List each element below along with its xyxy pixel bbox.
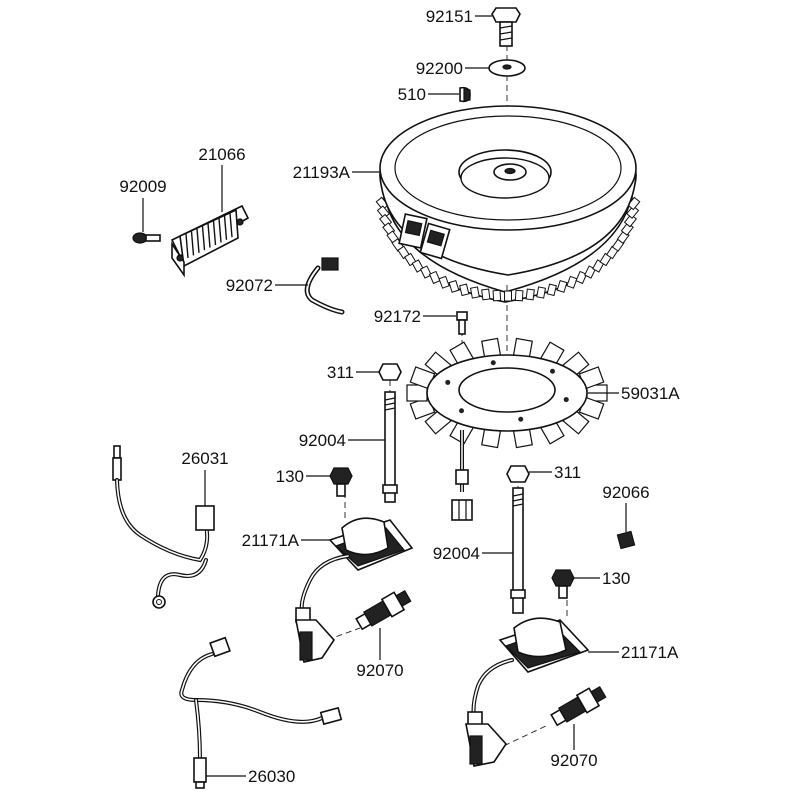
stator-hole: [490, 360, 496, 366]
label-washer-92200: 92200: [416, 59, 463, 78]
label-harness-26031: 26031: [181, 449, 228, 468]
regulator-fin: [207, 223, 211, 248]
stud-92004-left-part: [382, 391, 398, 503]
nut-311-left-part: [378, 363, 402, 381]
bolt-92172-part: [456, 311, 468, 335]
gear-tooth: [492, 289, 502, 302]
stator-mounting-holes: [445, 360, 569, 422]
bolt-130-right-part: [551, 569, 575, 599]
label-stud-92004-right: 92004: [433, 544, 480, 563]
nut-311-right-part: [506, 465, 530, 483]
flywheel-ring-gear-teeth: [375, 196, 641, 302]
gear-tooth: [566, 275, 578, 289]
sparkplug-92070-left-part: [355, 589, 412, 631]
regulator-cooling-fins: [185, 213, 233, 259]
gear-tooth: [626, 205, 640, 219]
gear-tooth: [575, 270, 588, 285]
gear-tooth: [419, 265, 432, 279]
gear-tooth: [546, 283, 557, 297]
coil-21171A-right-part: [465, 617, 590, 767]
label-coil-21171A-left: 21171A: [242, 531, 300, 550]
label-plug-92066: 92066: [602, 483, 649, 502]
gear-tooth: [438, 275, 450, 289]
label-coil-21171A-right: 21171A: [621, 643, 679, 662]
label-sparkplug-92070-right: 92070: [550, 751, 597, 770]
stud-92004-right-part: [510, 487, 526, 614]
label-bolt-130-right: 130: [602, 569, 630, 588]
regulator-fin: [218, 218, 222, 243]
stator-59031A-part: [406, 337, 608, 521]
label-bolt-130-left: 130: [276, 467, 304, 486]
label-key-510: 510: [398, 85, 426, 104]
stator-hole: [518, 416, 524, 422]
clamp-92072-part: [304, 257, 345, 315]
gear-tooth: [556, 279, 568, 293]
label-bolt-92151: 92151: [426, 7, 473, 26]
gear-tooth: [481, 288, 491, 301]
regulator-fin: [185, 233, 189, 259]
regulator-fin: [212, 220, 217, 246]
gear-tooth: [504, 290, 512, 302]
regulator-fin: [223, 215, 228, 240]
regulator-fin: [201, 226, 206, 251]
regulator-21066-part: [170, 204, 250, 278]
harness-26030-part: [179, 636, 343, 789]
gear-tooth: [536, 286, 547, 299]
stator-hole: [459, 408, 465, 414]
bolt-130-left-part: [329, 467, 353, 497]
regulator-fin: [190, 231, 195, 256]
washer-92200-part: [488, 59, 526, 77]
label-nut-311-right: 311: [554, 463, 581, 482]
flywheel-21193A-part: [375, 105, 641, 303]
regulator-fin: [196, 228, 200, 253]
gear-tooth: [459, 283, 470, 297]
key-510-part: [459, 86, 471, 103]
stator-hole: [549, 368, 555, 374]
stator-hole: [445, 379, 451, 385]
label-sparkplug-92070-left: 92070: [356, 661, 403, 680]
regulator-fin: [229, 213, 233, 238]
harness-26031-part: [112, 445, 215, 609]
label-nut-311-left: 311: [327, 363, 354, 382]
label-clamp-92072: 92072: [226, 276, 273, 295]
label-flywheel-21193A: 21193A: [293, 163, 351, 182]
sparkplug-92070-right-part: [550, 685, 607, 727]
label-regulator-21066: 21066: [198, 145, 245, 164]
gear-tooth: [514, 289, 524, 302]
label-stator-59031A: 59031A: [621, 384, 680, 403]
gear-tooth: [525, 288, 535, 301]
plug-92066-part: [616, 530, 636, 550]
part-number-labels: 92151 92200 510 21193A 21066 92009 92072…: [119, 7, 680, 786]
label-screw-92009: 92009: [119, 177, 166, 196]
coil-21171A-left-part: [295, 517, 414, 663]
label-stud-92004-left: 92004: [299, 431, 346, 450]
screw-92009-part: [132, 232, 161, 244]
label-harness-26030: 26030: [248, 767, 295, 786]
leader-lines: [142, 15, 627, 777]
gear-tooth: [448, 279, 460, 293]
gear-tooth: [428, 270, 441, 285]
label-bolt-92172: 92172: [374, 307, 421, 326]
stator-hole: [563, 397, 569, 403]
bolt-92151-part: [491, 7, 521, 47]
gear-tooth: [469, 286, 480, 299]
